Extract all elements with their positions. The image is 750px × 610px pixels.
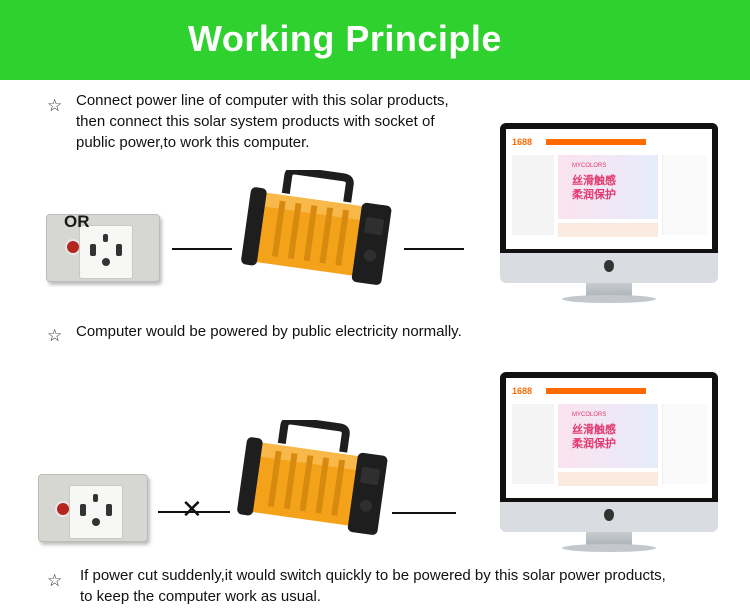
star-icon: ☆ [47,326,63,345]
power-line [392,512,456,514]
power-cut-icon: ✕ [181,494,203,524]
solar-power-bank-icon [237,420,388,535]
site-logo: 1688 [512,137,533,147]
power-line [158,511,230,513]
normal-power-caption: Computer would be powered by public elec… [76,321,462,342]
hero-line: 柔润保护 [572,438,616,450]
header-banner: Working Principle [0,0,750,80]
desktop-computer-icon: 1688 MYCOLORS 丝滑触感 柔润保护 [500,372,718,554]
socket-face [79,225,133,279]
wall-socket-icon [38,474,148,542]
hero-brand: MYCOLORS [572,412,607,418]
or-label: OR [64,212,90,231]
caption-line: to keep the computer work as usual. [80,588,321,605]
socket-face [69,485,123,539]
site-logo: 1688 [512,386,533,396]
site-hero: MYCOLORS 丝滑触感 柔润保护 [558,404,658,468]
intro-note-line: then connect this solar system products … [76,113,435,130]
intro-note-line: Connect power line of computer with this… [76,92,449,109]
apple-logo-icon [604,260,614,272]
monitor-screen: 1688 MYCOLORS 丝滑触感 柔润保护 [506,378,712,498]
solar-power-bank-icon [241,170,392,285]
desktop-computer-icon: 1688 MYCOLORS 丝滑触感 柔润保护 [500,123,718,305]
caption-line: If power cut suddenly,it would switch qu… [80,567,666,584]
intro-note: Connect power line of computer with this… [76,90,449,153]
wall-socket-icon [46,214,160,282]
hero-brand: MYCOLORS [572,163,607,169]
page-title: Working Principle [188,18,502,59]
star-icon: ☆ [47,96,63,115]
apple-logo-icon [604,509,614,521]
star-icon: ☆ [47,571,63,590]
monitor-screen: 1688 MYCOLORS 丝滑触感 柔润保护 [506,129,712,249]
site-hero: MYCOLORS 丝滑触感 柔润保护 [558,155,658,219]
hero-line: 丝滑触感 [572,424,616,436]
caption-line: Computer would be powered by public elec… [76,323,462,340]
hero-line: 丝滑触感 [572,175,616,187]
power-line [172,248,232,250]
hero-line: 柔润保护 [572,189,616,201]
power-line [404,248,464,250]
intro-note-line: public power,to work this computer. [76,134,310,151]
power-cut-caption: If power cut suddenly,it would switch qu… [80,565,666,607]
